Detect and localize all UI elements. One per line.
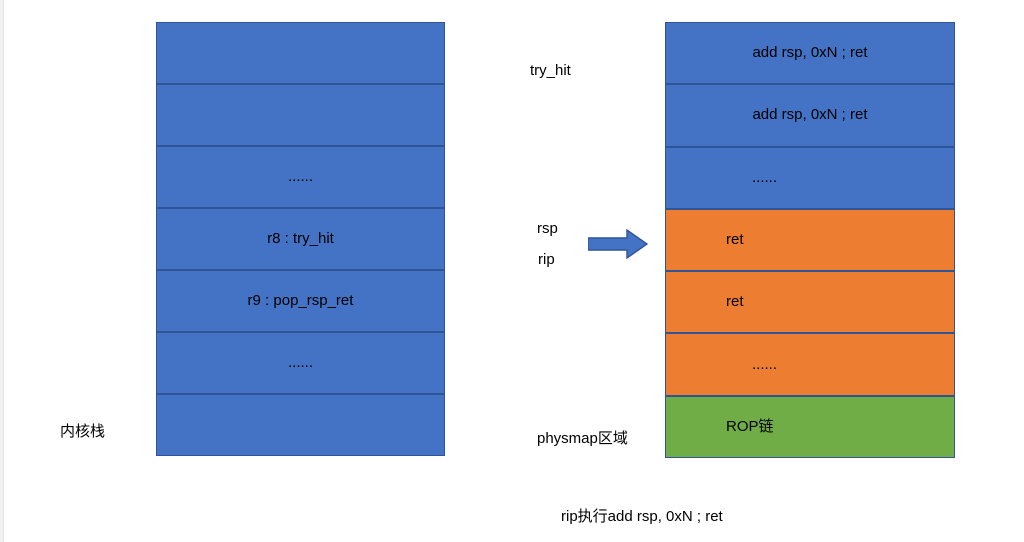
try-hit-annotation: try_hit xyxy=(530,62,571,79)
kernel-stack-label: 内核栈 xyxy=(60,423,106,440)
stack-cell: r8 : try_hit xyxy=(156,208,445,270)
stack-cell: ret xyxy=(665,271,955,334)
stack-cell xyxy=(156,394,445,456)
physmap-region-label: physmap区域 xyxy=(537,430,628,447)
kernel-stack-diagram: ...... r8 : try_hit r9 : pop_rsp_ret...... xyxy=(156,22,445,456)
stack-cell-label: ...... xyxy=(287,354,313,371)
right-arrow-icon xyxy=(587,228,649,260)
stack-cell-label: ret xyxy=(726,231,744,249)
stack-cell-label: ...... xyxy=(752,355,778,373)
stack-cell: ...... xyxy=(665,146,955,209)
stack-cell-label: ...... xyxy=(752,168,778,186)
stack-cell-label: ...... xyxy=(287,168,313,185)
stack-cell-label: add rsp, 0xN ; ret xyxy=(752,106,868,124)
stack-cell: ...... xyxy=(156,146,445,208)
stack-cell-label: ret xyxy=(726,293,744,311)
stack-cell-label: r8 : try_hit xyxy=(267,230,334,247)
stack-cell: add rsp, 0xN ; ret xyxy=(665,84,955,147)
rip-register-annotation: rip xyxy=(538,251,555,268)
stack-cell: ...... xyxy=(156,332,445,394)
stack-cell: ret xyxy=(665,208,955,272)
diagram-caption: rip执行add rsp, 0xN ; ret xyxy=(561,508,723,525)
page-left-edge xyxy=(0,0,4,542)
stack-cell: add rsp, 0xN ; ret xyxy=(665,22,955,85)
stack-cell: ...... xyxy=(665,333,955,396)
stack-cell: ROP链 xyxy=(665,395,955,459)
physmap-stack-diagram: add rsp, 0xN ; ret add rsp, 0xN ; ret....… xyxy=(665,22,955,459)
stack-cell xyxy=(156,84,445,146)
stack-cell-label: r9 : pop_rsp_ret xyxy=(247,292,354,309)
stack-cell-label: ROP链 xyxy=(726,417,774,435)
stack-cell: r9 : pop_rsp_ret xyxy=(156,270,445,332)
stack-cell-label: add rsp, 0xN ; ret xyxy=(752,44,868,62)
stack-cell xyxy=(156,22,445,84)
rsp-register-annotation: rsp xyxy=(537,220,558,237)
